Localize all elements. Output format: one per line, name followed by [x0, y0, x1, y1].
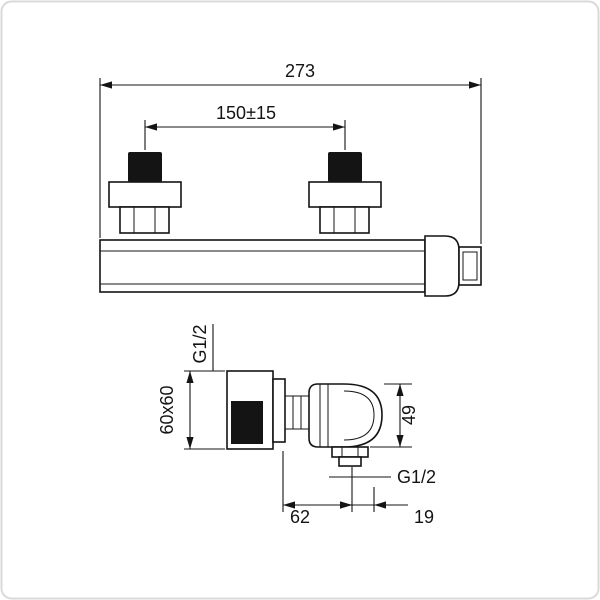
dim-overall-width-text: 273	[285, 61, 315, 81]
left-mount-fitting	[108, 152, 182, 234]
outlet-nut	[331, 446, 369, 458]
outlet-outline	[308, 383, 383, 448]
mounting-nut	[119, 206, 170, 234]
dim-overall-width: 273	[99, 61, 482, 244]
mixer-bar-body	[99, 239, 426, 293]
union-cap	[424, 235, 460, 297]
escutcheon-plate	[272, 378, 286, 443]
valve-stem	[328, 152, 362, 182]
dim-outlet-offset: 19	[340, 487, 434, 527]
flange	[308, 181, 382, 208]
dim-wall-to-outlet-text: 62	[290, 507, 310, 527]
label-top-thread: G1/2	[190, 324, 214, 371]
dim-body-section: 60x60	[157, 370, 225, 450]
bottom-thread-text: G1/2	[397, 467, 436, 487]
dim-body-section-text: 60x60	[157, 385, 177, 434]
outlet-thread-stub	[338, 456, 362, 467]
right-mount-fitting	[308, 152, 382, 234]
dim-mount-distance-text: 150±15	[216, 103, 276, 123]
bar-section	[226, 370, 274, 450]
label-bottom-thread: G1/2	[329, 467, 436, 487]
escutcheon-side	[272, 378, 286, 443]
end-fitting-bore	[462, 251, 478, 281]
end-fitting	[458, 246, 482, 286]
outlet-inner-curve	[343, 390, 375, 441]
dim-outlet-offset-text: 19	[414, 507, 434, 527]
dim-outlet-height: 49	[370, 383, 419, 448]
valve-stem	[128, 152, 162, 182]
side-view: G1/2 60x60	[157, 324, 436, 527]
flange	[108, 181, 182, 208]
dim-mount-distance: 150±15	[144, 103, 346, 150]
front-view: 273 150±15	[99, 61, 482, 297]
mounting-nut	[319, 206, 370, 234]
bar-outline	[99, 239, 426, 293]
outlet-union	[424, 235, 482, 297]
outlet-body	[308, 383, 383, 467]
top-thread-text: G1/2	[190, 324, 210, 363]
connector-neck	[285, 395, 309, 430]
dim-outlet-height-text: 49	[399, 405, 419, 425]
section-core	[231, 401, 263, 444]
